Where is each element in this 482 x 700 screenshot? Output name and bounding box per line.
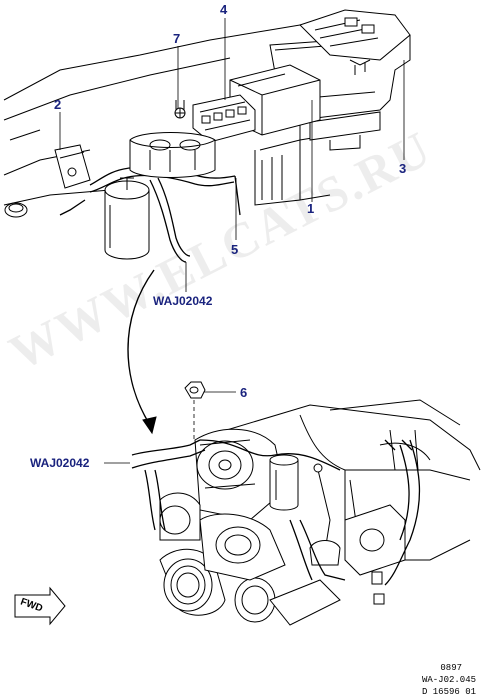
intake-pipes <box>159 492 341 626</box>
callout-2: 2 <box>54 97 62 112</box>
wiring-harness-lower <box>131 439 421 586</box>
footer-code-date: 0897 <box>440 663 462 673</box>
alternator-assembly <box>194 428 286 521</box>
junction-box <box>129 132 216 178</box>
fuel-filter <box>269 454 299 511</box>
callout-5: 5 <box>231 242 239 257</box>
callout-7: 7 <box>173 31 181 46</box>
callout-leaders <box>59 18 405 464</box>
multiplug-connector <box>192 94 256 143</box>
callout-3: 3 <box>399 161 407 176</box>
connector-bracket <box>299 9 411 75</box>
bolt <box>174 100 186 119</box>
grommet-plug <box>4 202 28 218</box>
callout-4: 4 <box>220 2 228 17</box>
engine-outline <box>209 399 481 561</box>
sensor-probe <box>309 463 341 566</box>
routing-arrow <box>127 269 157 435</box>
fwd-arrow <box>14 586 66 626</box>
valve-body <box>344 504 406 605</box>
nut <box>184 381 206 440</box>
receiver-drier <box>104 177 150 260</box>
wiring-harness-upper <box>59 166 241 263</box>
relay-bracket <box>54 144 91 189</box>
harness-reference-top: WAJ02042 <box>153 294 213 308</box>
footer-code-figure: WA-J02.045 <box>421 675 476 685</box>
harness-reference-bottom: WAJ02042 <box>30 456 90 470</box>
footer-code-drawing: D 16596 01 <box>421 687 476 697</box>
callout-1: 1 <box>307 201 315 216</box>
callout-6: 6 <box>240 385 248 400</box>
